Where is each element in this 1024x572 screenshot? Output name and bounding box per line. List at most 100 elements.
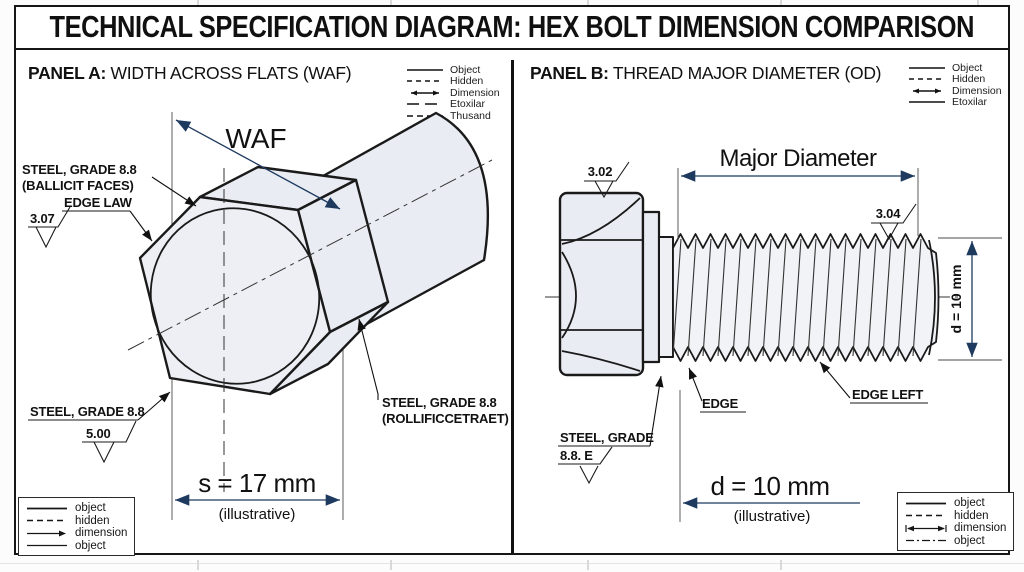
panel-b-legend: Object Hidden Dimension Etoxilar: [908, 62, 1002, 108]
legend-row: Etoxilar: [406, 98, 500, 111]
solid-line-icon: [909, 101, 945, 103]
solid-line-icon: [27, 545, 67, 547]
material-note: (ROLLIFICCETRAET): [382, 411, 509, 426]
panel-b-drawing: Major Diameter 3.02 3.04 d = 10 mm EDGE …: [545, 145, 1002, 525]
legend-row: Dimension: [908, 85, 1002, 97]
solid-line-icon: [407, 68, 443, 71]
d-dimension-vertical-label: d = 10 mm: [948, 265, 964, 334]
surface-finish-icon: [871, 203, 917, 241]
surface-finish-icon: [82, 420, 137, 464]
panel-b-header: PANEL B: THREAD MAJOR DIAMETER (OD): [530, 63, 881, 84]
legend-row: dimension: [26, 527, 127, 540]
legend-label: Etoxilar: [952, 96, 988, 109]
solid-line-icon: [909, 66, 945, 69]
legend-row: Dimension: [406, 87, 500, 99]
legend-label: Hidden: [952, 73, 986, 86]
legend-row: hidden: [26, 515, 127, 528]
panel-a-legend: Object Hidden Dimension Etoxilar Thusand: [406, 64, 500, 122]
legend-label: Etoxilar: [450, 98, 486, 111]
legend-row: object: [905, 497, 1006, 510]
legend-label: hidden: [954, 509, 989, 522]
material-note: STEEL, GRADE: [560, 430, 654, 445]
sheet-tick: [977, 0, 979, 7]
legend-label: Dimension: [952, 84, 1002, 97]
shank-root: [658, 236, 674, 358]
dashed-line-icon: [906, 515, 946, 517]
edge-left-note: EDGE LEFT: [852, 387, 923, 402]
legend-row: Object: [908, 62, 1002, 74]
edge-law-note: EDGE LAW: [64, 195, 133, 210]
surface-finish-icon: [584, 161, 630, 199]
leader-line: [649, 375, 664, 447]
sheet-tick: [390, 560, 392, 570]
legend-label: object: [954, 497, 985, 510]
legend-label: object: [954, 534, 985, 547]
material-note: STEEL, GRADE 8.8: [382, 395, 497, 410]
dashed-line-icon: [27, 520, 67, 522]
legend-label: hidden: [75, 514, 110, 527]
head-chamfer-circle: [149, 207, 321, 385]
sheet-tick: [197, 0, 199, 7]
surface-finish-value: 5.00: [86, 426, 111, 441]
thread-end-chamfer: [928, 239, 936, 356]
legend-label: Hidden: [450, 75, 484, 88]
corner-legend-left: object hidden dimension object: [18, 497, 136, 556]
leader-line: [137, 391, 171, 421]
sheet-tick: [390, 0, 392, 7]
thread-flank-lines: [672, 238, 922, 357]
legend-label: object: [75, 539, 106, 552]
dimension-arrow-icon: [27, 530, 66, 537]
dashed-line-icon: [909, 78, 945, 80]
legend-label: Object: [450, 63, 481, 76]
dimension-arrow-icon: [913, 88, 941, 94]
axis-centerline: [127, 159, 493, 351]
head-chamfer-arc: [561, 251, 577, 339]
solid-line-icon: [27, 507, 67, 510]
legend-row: Hidden: [908, 73, 1002, 86]
panel-a-header-prefix: PANEL A:: [28, 63, 106, 83]
panel-a-drawing: WAF STEEL, GRADE 8.8 (BALLICIT FACES) ED…: [22, 111, 509, 523]
material-note: STEEL, GRADE 8.8: [22, 162, 137, 177]
leader-line: [357, 318, 379, 400]
legend-row: Etoxilar: [908, 96, 1002, 109]
page-title: TECHNICAL SPECIFICATION DIAGRAM: HEX BOL…: [49, 8, 975, 44]
legend-label: Thusand: [450, 109, 491, 122]
legend-label: Dimension: [450, 86, 500, 99]
sheet-tick: [587, 560, 589, 570]
panel-b-header-rest: THREAD MAJOR DIAMETER (OD): [608, 63, 882, 83]
waf-label: WAF: [225, 123, 286, 154]
sheet-tick: [197, 560, 199, 570]
surface-finish-value: 3.02: [588, 164, 613, 179]
legend-row: Object: [406, 64, 500, 76]
legend-row: object: [26, 502, 127, 515]
dashed-line-icon: [407, 80, 443, 82]
washer-face: [641, 210, 661, 364]
legend-row: Hidden: [406, 75, 500, 88]
leader-line: [151, 176, 197, 207]
legend-row: object: [905, 535, 1006, 548]
major-diameter-label: Major Diameter: [719, 145, 877, 172]
material-note: 8.8. E: [560, 448, 593, 463]
head-chamfer-arc: [561, 197, 641, 245]
panel-a-header: PANEL A: WIDTH ACROSS FLATS (WAF): [28, 63, 352, 84]
dash-dot-line-icon: [906, 540, 946, 542]
leader-line: [819, 361, 851, 399]
dimension-arrow-icon: [905, 524, 947, 532]
legend-row: dimension: [905, 522, 1006, 535]
legend-row: object: [26, 540, 127, 553]
leader-line: [688, 367, 703, 402]
s-dimension-value: s = 17 mm: [198, 468, 316, 498]
waf-dimension-line: [175, 119, 341, 210]
head-chamfer-arc: [561, 350, 641, 372]
leader-line: [129, 210, 153, 242]
legend-label: Object: [952, 61, 983, 74]
long-dash-line-icon: [407, 103, 443, 105]
panel-b-header-prefix: PANEL B:: [530, 63, 609, 83]
surface-finish-value: 3.07: [30, 211, 55, 226]
title-bar: TECHNICAL SPECIFICATION DIAGRAM: HEX BOL…: [14, 5, 1010, 50]
sheet-tick: [780, 0, 782, 7]
sheet-tick: [780, 560, 782, 570]
label-underline: [558, 446, 613, 465]
bolt-head: [558, 191, 645, 377]
